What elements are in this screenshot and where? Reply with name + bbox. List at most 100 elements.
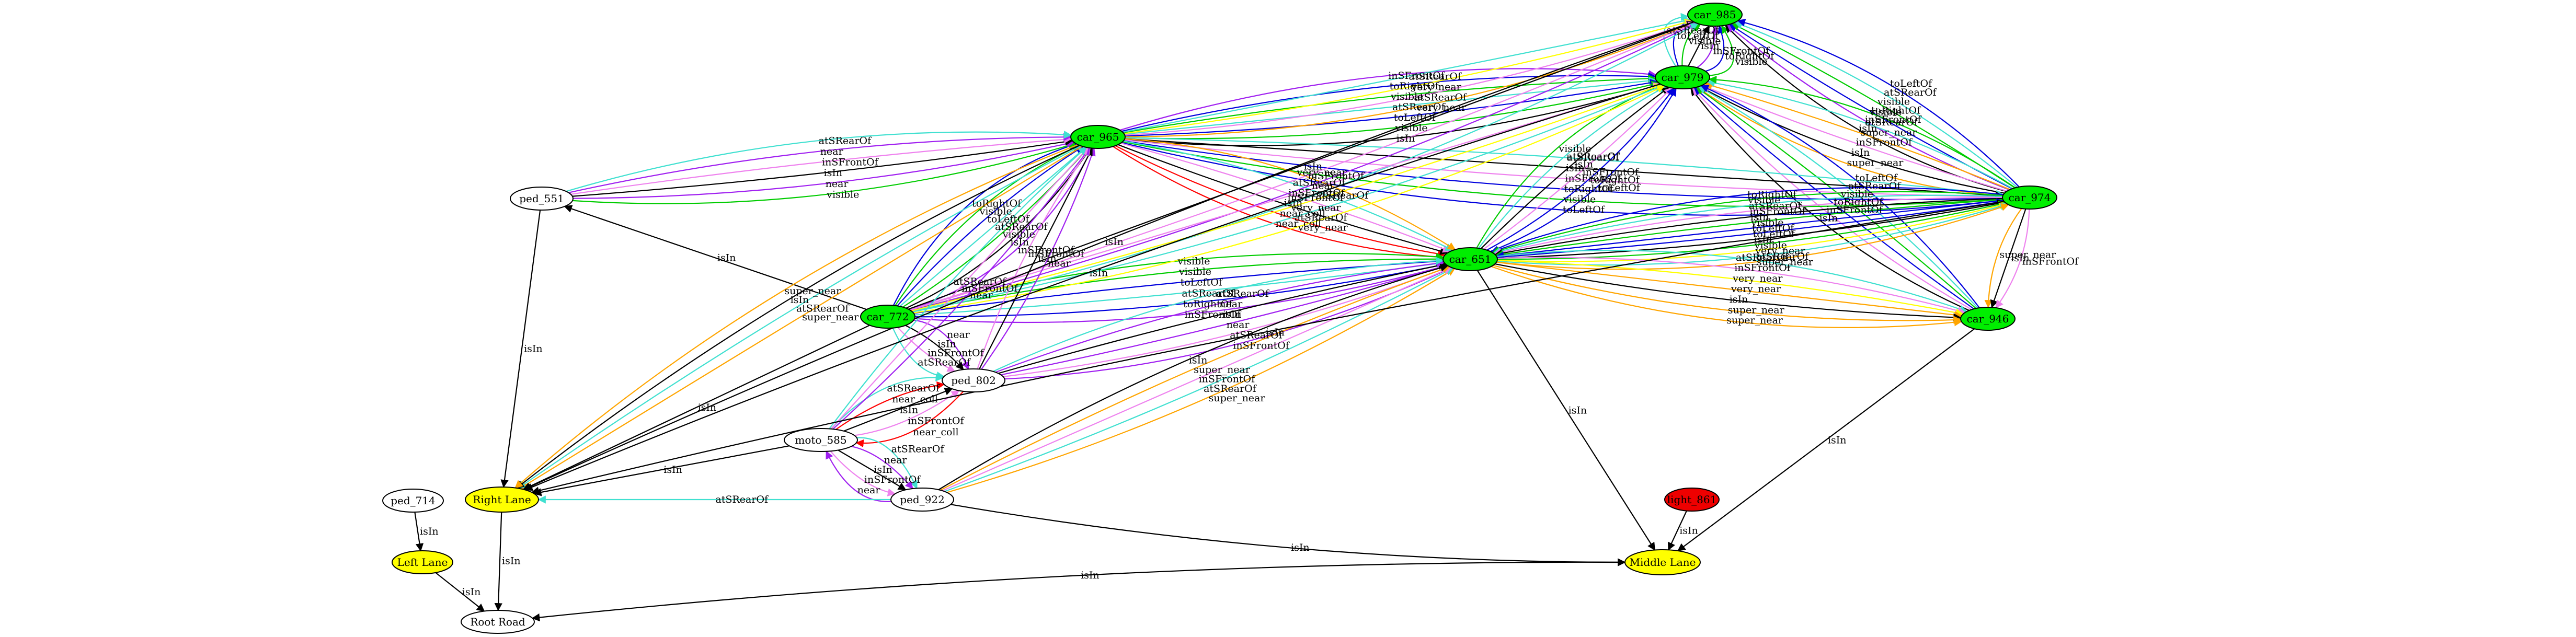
node-label: Root Road	[470, 616, 525, 628]
node-layer: car_985 car_979 car_965 car_974 car_651 car_7…	[382, 3, 2057, 634]
edge-label: visible	[1877, 96, 1910, 107]
edge-car_946-car_979-inSFrontOf	[1692, 87, 1972, 310]
node-label: car_946	[1967, 312, 2009, 325]
edge-label: near_coll	[892, 393, 938, 405]
edge-ped_551-car_965-visible	[573, 142, 1077, 204]
edge-car_965-car_979-atSRearOf	[1124, 76, 1657, 135]
edge-label: isIn	[1575, 159, 1594, 170]
node-car-651[interactable]: car_651	[1442, 247, 1498, 271]
edge-light_861-middle_lane-isIn	[1667, 511, 1687, 551]
edge-label: super_near	[1209, 392, 1266, 404]
edge-car_965-car_985-atSRearOf	[1123, 17, 1691, 133]
edge-car_965-right_lane-super_near	[514, 144, 1079, 489]
edge-car_974-car_985-atSRearOf	[1734, 21, 2018, 188]
node-light-861[interactable]: light_861	[1664, 488, 1720, 512]
edge-moto_585-car_965-inSFrontOf	[830, 147, 1089, 430]
edge-car_965-car_651-isIn	[1118, 144, 1448, 255]
node-shape	[1442, 247, 1498, 271]
edge-car_651-middle_lane-isIn	[1476, 270, 1656, 551]
node-car-772[interactable]: car_772	[860, 305, 915, 329]
edge-car_651-car_979-atSRearOf	[1478, 86, 1667, 249]
node-moto-585[interactable]: moto_585	[784, 428, 858, 452]
node-ped-551[interactable]: ped_551	[510, 187, 574, 211]
node-label: ped_714	[391, 494, 436, 507]
edge-label: isIn	[1081, 570, 1100, 581]
edge-label: visible	[1394, 122, 1427, 134]
edge-label: atSRearOf	[1736, 252, 1790, 263]
edge-label: isIn	[937, 338, 956, 350]
edge-car_965-right_lane-super_near	[519, 146, 1083, 489]
edge-label: super_near	[1847, 157, 1904, 169]
edge-label: atSRearOf	[891, 444, 945, 455]
node-label: ped_922	[900, 493, 945, 506]
edge-label: inSFrontOf	[1388, 70, 1445, 82]
node-ped-714[interactable]: ped_714	[382, 489, 444, 513]
edge-label: isIn	[462, 586, 481, 598]
edge-car_979-car_985-inSFrontOf	[1697, 25, 1720, 68]
edge-label: toRightOf	[1834, 196, 1884, 208]
edge-label: atSRearOf	[1414, 91, 1468, 103]
edge-label: near	[857, 484, 881, 496]
node-car-974[interactable]: car_974	[2002, 186, 2057, 210]
node-right-lane[interactable]: Right Lane	[465, 487, 539, 513]
edge-middle_lane-root_road-isIn	[531, 561, 1625, 622]
edge-car_946-car_979-visible	[1696, 87, 1977, 309]
edge-label: super_near	[1728, 304, 1785, 316]
node-left-lane[interactable]: Left Lane	[392, 550, 453, 574]
node-car-979[interactable]: car_979	[1655, 65, 1710, 89]
node-shape	[382, 489, 444, 513]
edge-car_974-car_979-atSRearOf	[1707, 79, 2013, 189]
edge-label: isIn	[1828, 434, 1847, 446]
edge-car_965-car_651-atSRearOf	[1123, 141, 1453, 251]
edge-ped_551-car_965-isIn	[572, 137, 1073, 197]
edge-car_965-right_lane-isIn	[516, 145, 1080, 489]
edge-ped_922-car_651-super_near	[940, 265, 1450, 491]
node-label: car_974	[2009, 191, 2051, 204]
edge-label: isIn	[1010, 237, 1029, 248]
edge-label: atSRearOf	[1293, 177, 1347, 189]
edge-label: isIn	[1291, 542, 1310, 553]
edge-ped_802-moto_585-near_coll	[855, 391, 964, 448]
node-shape	[1655, 65, 1710, 89]
node-label: car_979	[1662, 71, 1704, 84]
edge-car_965-car_651-very_near	[1125, 138, 1456, 250]
edge-car_965-car_985-very_near	[1124, 18, 1693, 134]
edge-ped_922-car_651-inSFrontOf	[942, 267, 1452, 492]
node-middle-lane[interactable]: Middle Lane	[1624, 549, 1701, 575]
edge-label: toRightOf	[1390, 80, 1440, 92]
edge-label: atSRearOf	[1865, 117, 1919, 128]
node-label: car_965	[1077, 131, 1119, 143]
edge-label: near_coll	[913, 426, 959, 438]
edge-label: isIn	[1730, 294, 1748, 305]
edge-label: toRightOf	[972, 198, 1022, 210]
edge-car_946-car_979-toLeftOf	[1700, 85, 1980, 308]
node-car-965[interactable]: car_965	[1070, 125, 1126, 149]
edge-car_965-car_979-inSFrontOf	[1119, 68, 1657, 131]
node-car-946[interactable]: car_946	[1960, 307, 2016, 331]
node-label: car_772	[867, 310, 909, 323]
edge-ped_922-middle_lane-isIn	[951, 504, 1626, 566]
edge-car_974-car_651-toLeftOf	[1495, 200, 2003, 260]
node-ped-922[interactable]: ped_922	[890, 488, 954, 512]
edge-car_985-right_lane-isIn	[523, 21, 1695, 491]
edge-label: near	[1312, 180, 1335, 191]
edge-label: isIn	[1569, 404, 1587, 416]
edge-label: isIn	[1284, 198, 1303, 209]
edge-label: isIn	[1819, 213, 1838, 224]
node-car-985[interactable]: car_985	[1687, 3, 1743, 27]
node-shape	[1687, 3, 1743, 27]
edge-label: inSFrontOf	[1749, 206, 1806, 217]
edge-label: isIn	[1189, 355, 1208, 366]
node-label: car_651	[1449, 253, 1492, 265]
node-ped-802[interactable]: ped_802	[942, 368, 1005, 392]
edge-label: very_near	[1298, 222, 1348, 233]
edge-car_772-ped_551-isIn	[564, 205, 867, 310]
node-root-road[interactable]: Root Road	[461, 610, 535, 634]
edge-label: atSRearOf	[1316, 190, 1370, 201]
edge-ped_802-car_965-near	[981, 147, 1096, 370]
edge-label: inSFrontOf	[1826, 204, 1883, 216]
edge-moto_585-ped_922-isIn	[838, 449, 907, 491]
edge-ped_922-car_651-atSRearOf	[944, 268, 1454, 492]
edge-label: isIn	[1105, 236, 1124, 248]
edge-label: atSRearOf	[1392, 101, 1446, 113]
